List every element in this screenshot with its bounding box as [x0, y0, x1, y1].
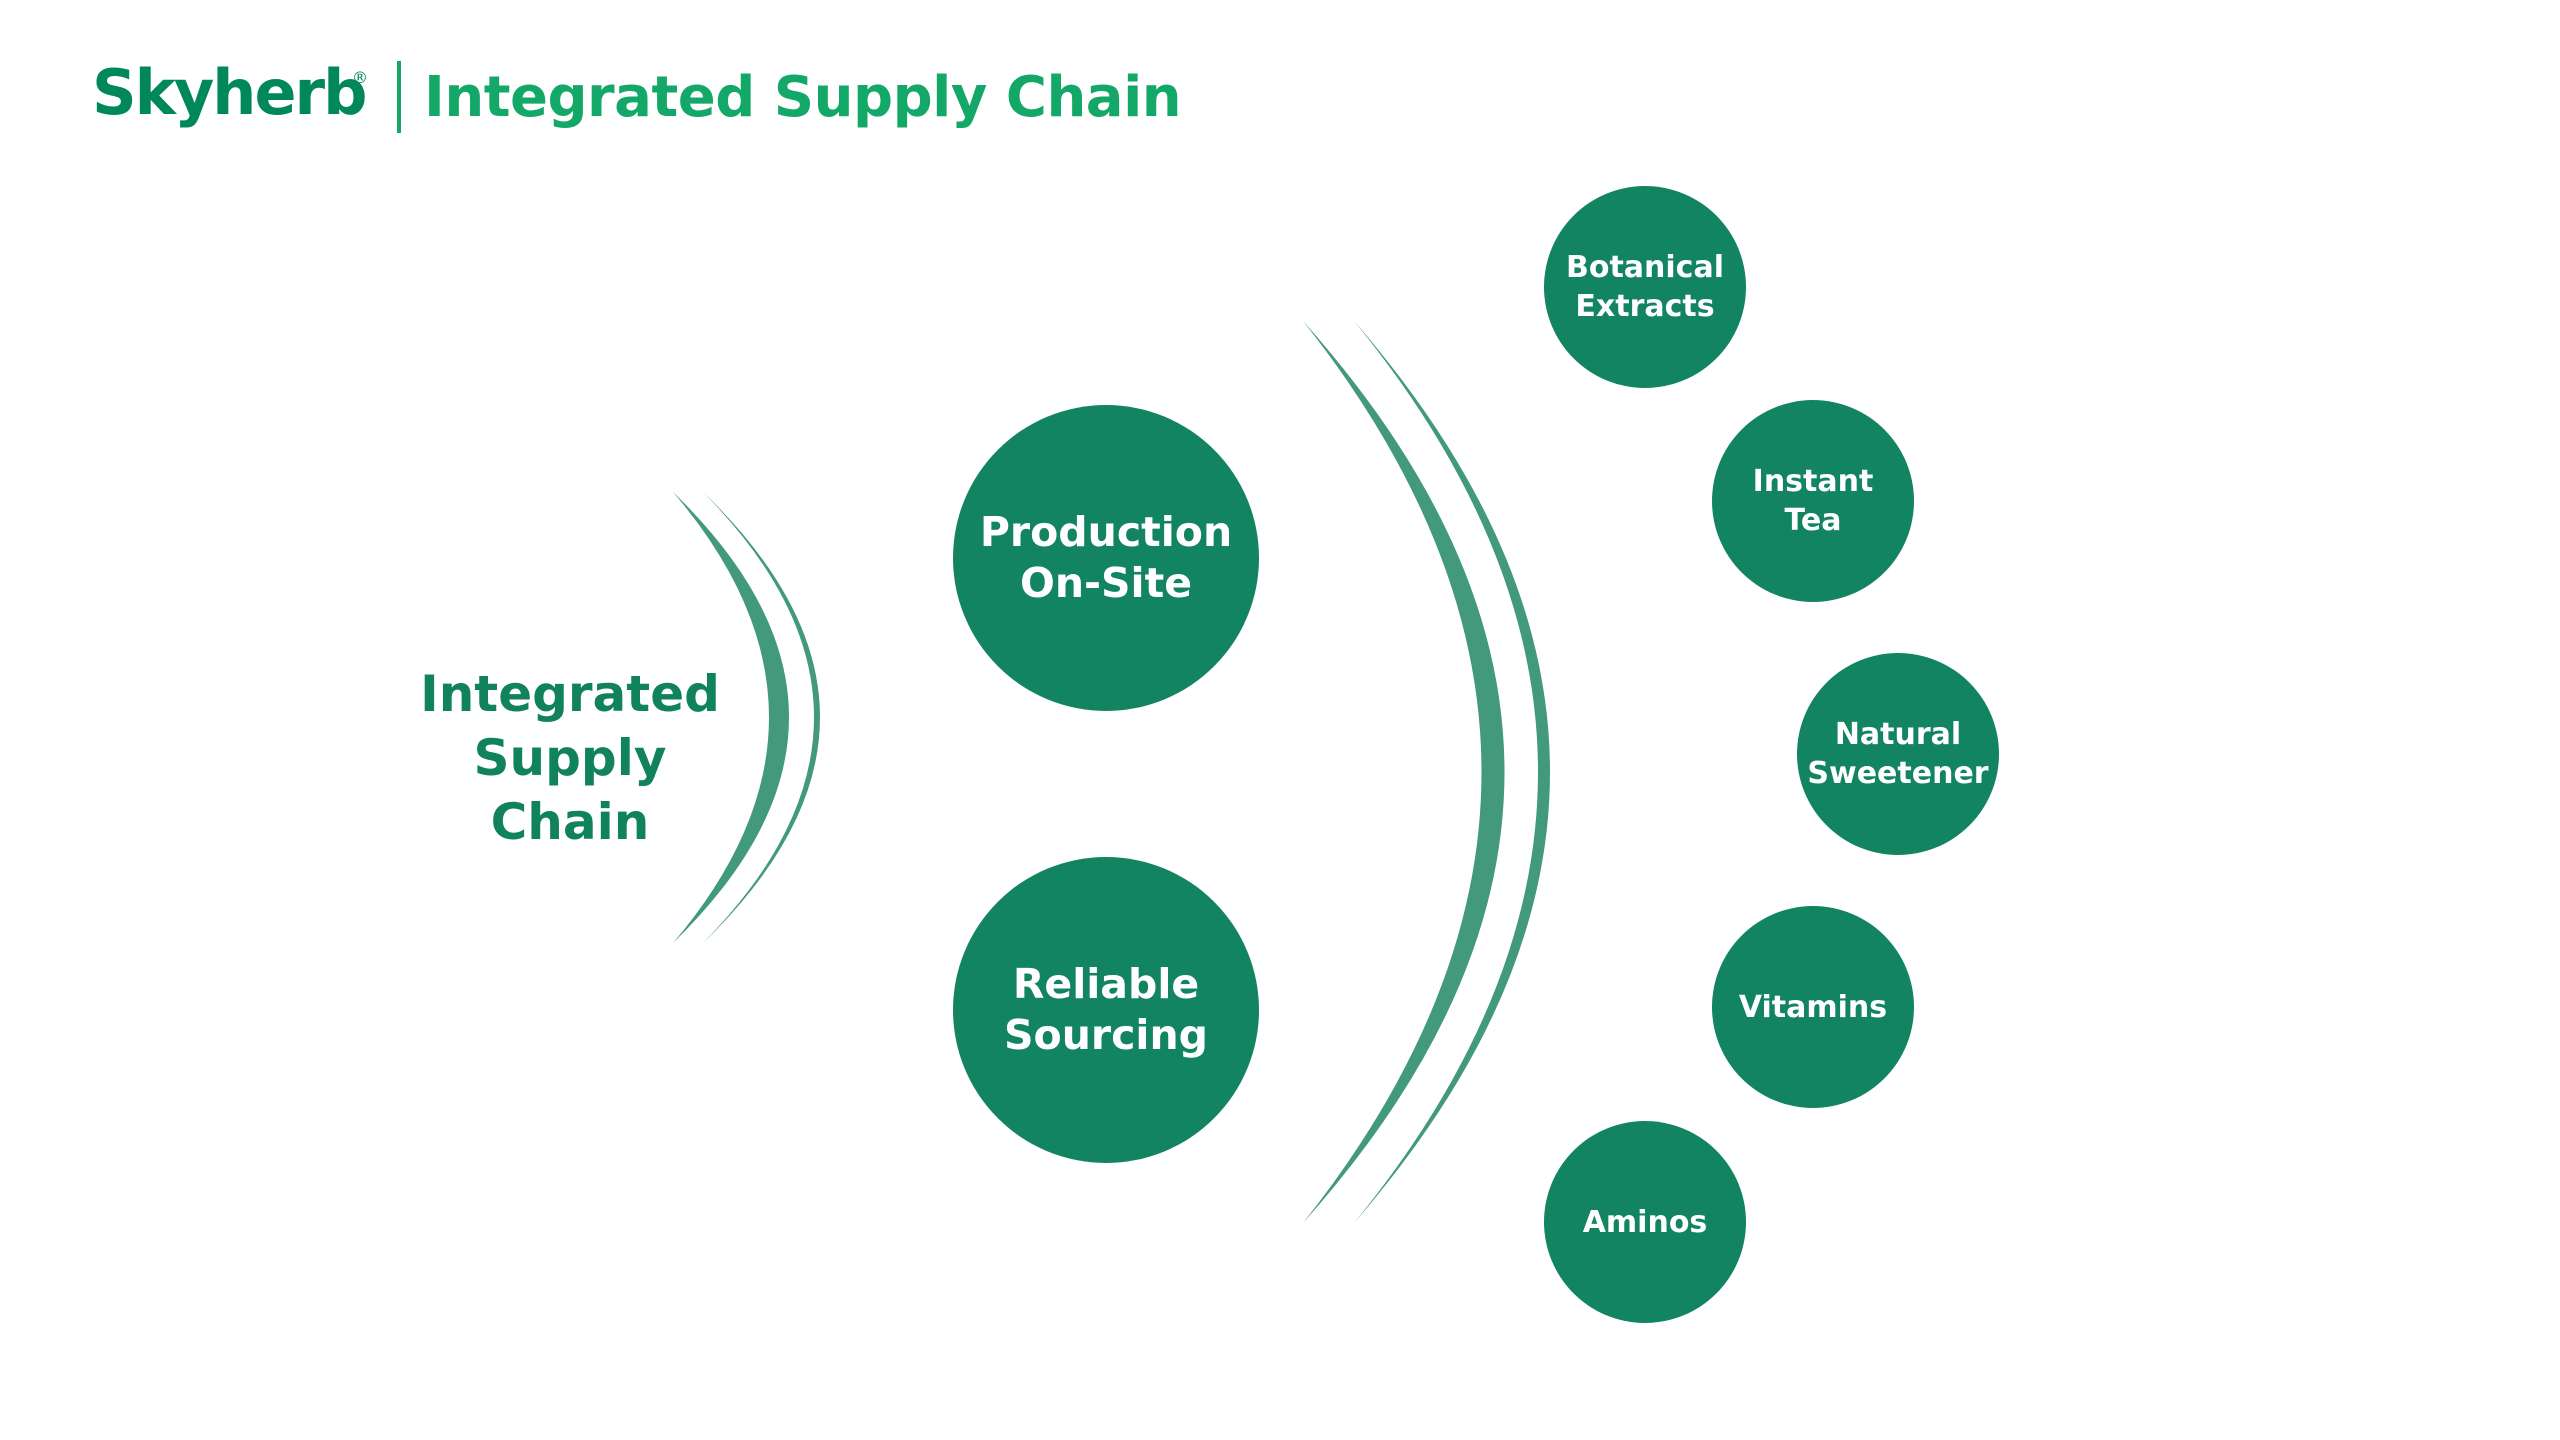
pillar-reliable-sourcing: Reliable Sourcing	[953, 857, 1259, 1163]
small-bracket-inner-arc	[673, 492, 789, 943]
product-aminos: Aminos	[1544, 1121, 1746, 1323]
product-label-line: Extracts	[1575, 289, 1715, 324]
large-bracket-inner-arc	[1303, 321, 1505, 1223]
pillar-label-line: Production	[979, 508, 1233, 556]
skyherb-logo: Skyherb	[92, 56, 367, 129]
product-instant-tea: Instant Tea	[1712, 400, 1914, 602]
pillar-label-line: Reliable	[1012, 960, 1200, 1008]
product-label-line: Tea	[1784, 503, 1842, 538]
pillar-production-on-site: Production On-Site	[953, 405, 1259, 711]
root-label: Integrated Supply Chain	[420, 662, 720, 854]
product-natural-sweetener: Natural Sweetener	[1797, 653, 1999, 855]
root-label-line: Chain	[490, 793, 650, 851]
page-title: Integrated Supply Chain	[424, 65, 1182, 130]
product-label-line: Instant	[1752, 464, 1874, 499]
registered-mark: ®	[352, 68, 368, 87]
small-bracket-outer-arc	[703, 492, 820, 943]
pillar-label-line: Sourcing	[1004, 1011, 1208, 1059]
product-label-line: Sweetener	[1807, 756, 1989, 791]
product-label-line: Vitamins	[1738, 989, 1888, 1025]
root-label-line: Supply	[473, 729, 667, 787]
product-botanical-extracts: Botanical Extracts	[1544, 186, 1746, 388]
header-divider	[397, 61, 401, 133]
root-label-line: Integrated	[420, 665, 720, 723]
product-label-line: Botanical	[1565, 250, 1724, 285]
large-bracket-outer-arc	[1354, 321, 1550, 1223]
product-label-line: Aminos	[1582, 1204, 1708, 1240]
product-vitamins: Vitamins	[1712, 906, 1914, 1108]
product-label-line: Natural	[1834, 717, 1962, 752]
pillar-label-line: On-Site	[1019, 559, 1193, 607]
